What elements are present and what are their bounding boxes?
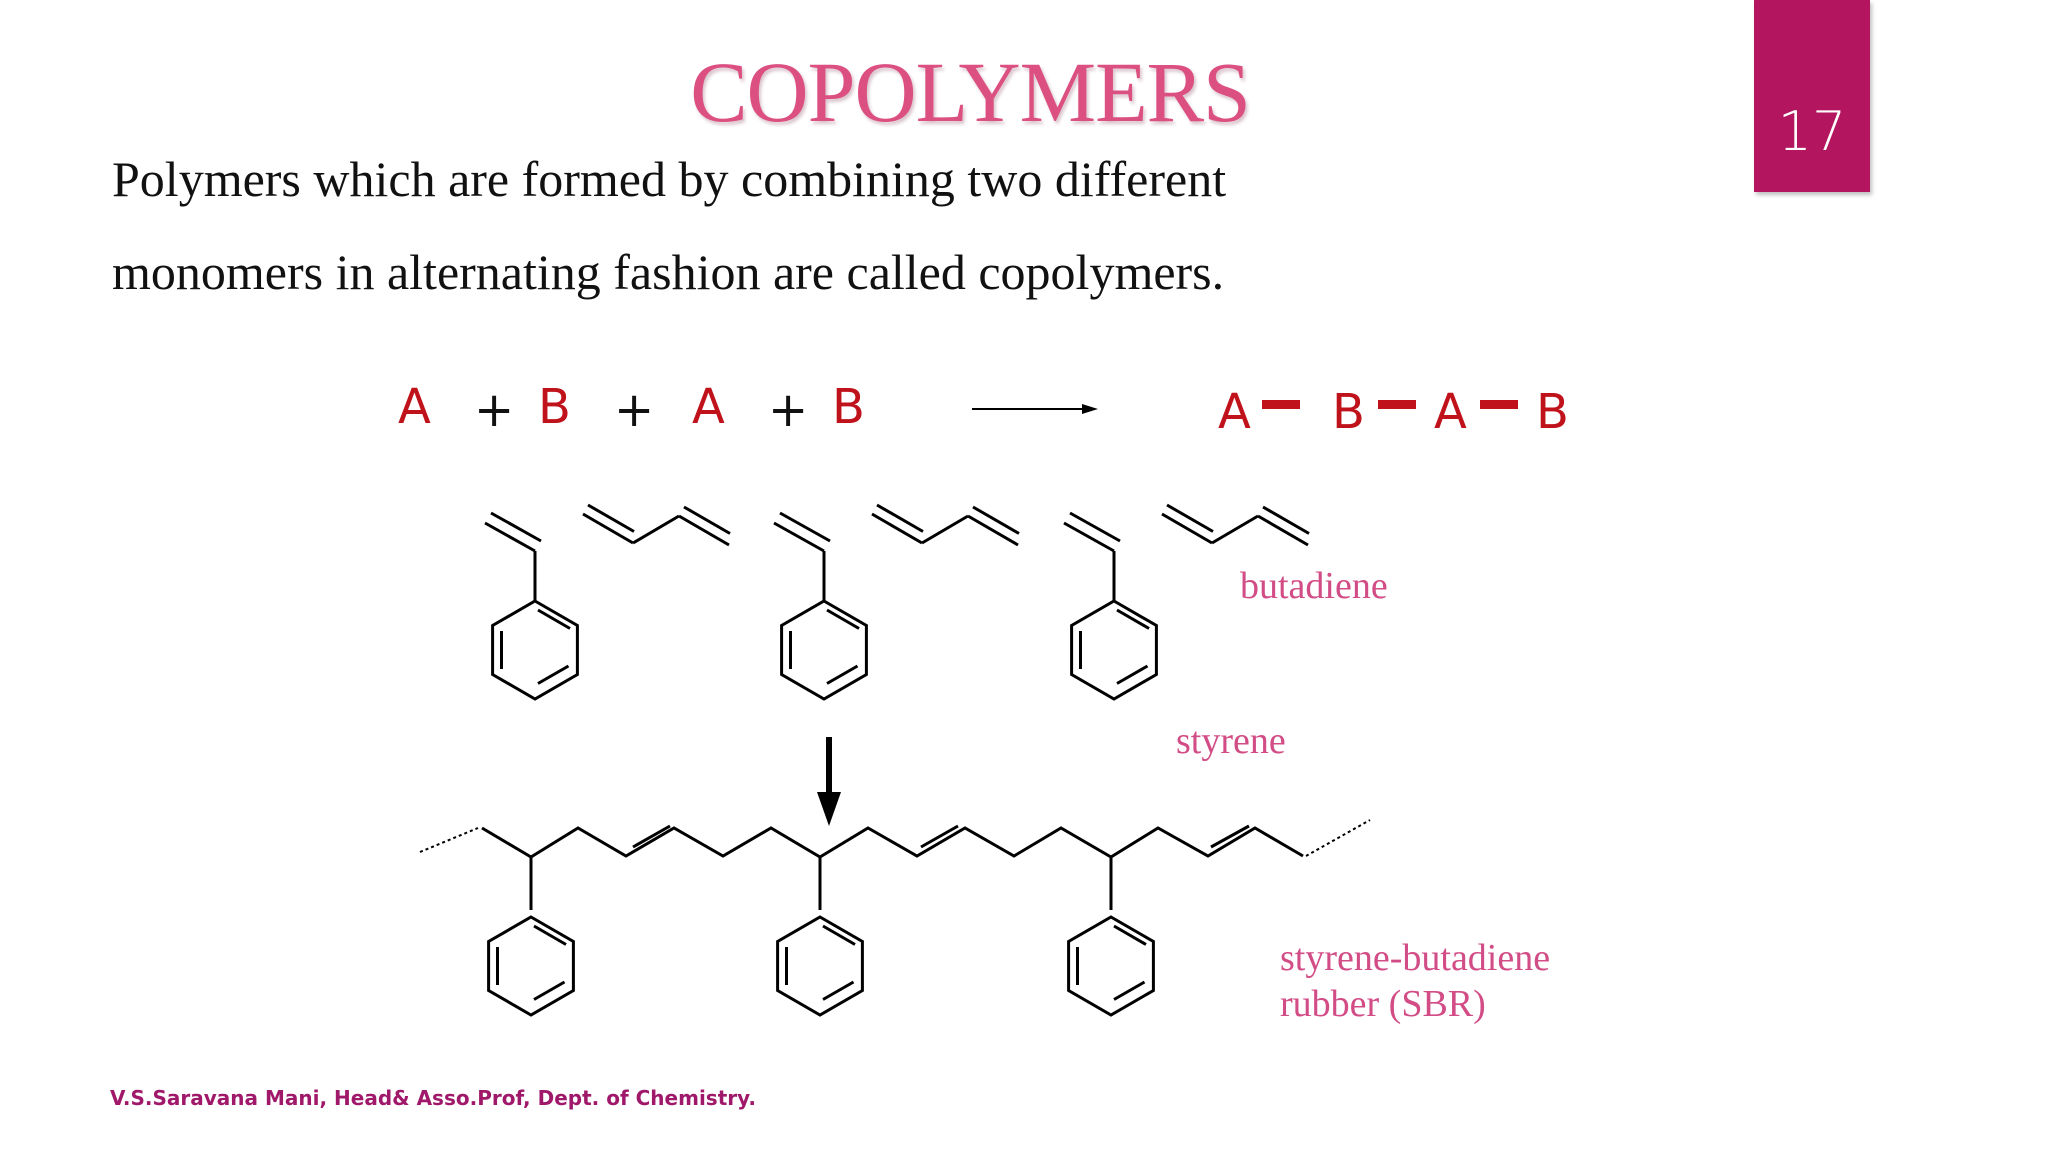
butadiene-monomer-1 xyxy=(581,503,732,547)
product-b-1: B xyxy=(1332,384,1365,440)
reactant-a-1: A xyxy=(398,379,431,435)
sbr-polymer-chain xyxy=(419,819,1371,910)
definition-line-2: monomers in alternating fashion are call… xyxy=(112,244,1225,300)
product-b-2: B xyxy=(1536,384,1569,440)
sbr-label-line-2: rubber (SBR) xyxy=(1280,983,1486,1025)
plus-sign-3: + xyxy=(768,382,809,438)
polymerization-arrow xyxy=(817,737,841,826)
butadiene-label: butadiene xyxy=(1240,565,1388,607)
butadiene-monomer-2 xyxy=(870,503,1021,547)
monomers-row xyxy=(485,503,1311,699)
page-number-badge: 17 xyxy=(1754,0,1870,192)
sbr-benzene-ring-3 xyxy=(1067,915,1155,1017)
plus-sign-2: + xyxy=(614,382,655,438)
sbr-benzene-ring-1 xyxy=(487,915,575,1017)
reaction-arrow xyxy=(972,404,1098,414)
sbr-label-line-1: styrene-butadiene xyxy=(1280,937,1551,979)
plus-sign-1: + xyxy=(474,382,515,438)
product-a-1: A xyxy=(1218,384,1251,440)
sbr-benzene-ring-2 xyxy=(776,915,864,1017)
reactant-b-2: B xyxy=(832,379,865,435)
styrene-monomer-3 xyxy=(1064,513,1156,699)
definition-line-1: Polymers which are formed by combining t… xyxy=(112,151,1227,207)
reactant-a-2: A xyxy=(692,379,725,435)
reactant-b-1: B xyxy=(538,379,571,435)
footer-credit: V.S.Saravana Mani, Head& Asso.Prof, Dept… xyxy=(110,1086,756,1110)
styrene-monomer-2 xyxy=(774,513,866,699)
butadiene-monomer-3 xyxy=(1160,503,1311,547)
styrene-monomer-1 xyxy=(485,513,577,699)
slide-title: COPOLYMERS xyxy=(690,44,1251,140)
product-bonds xyxy=(1262,400,1518,409)
page-number: 17 xyxy=(1777,100,1847,163)
styrene-label: styrene xyxy=(1176,720,1286,762)
product-a-2: A xyxy=(1434,384,1467,440)
